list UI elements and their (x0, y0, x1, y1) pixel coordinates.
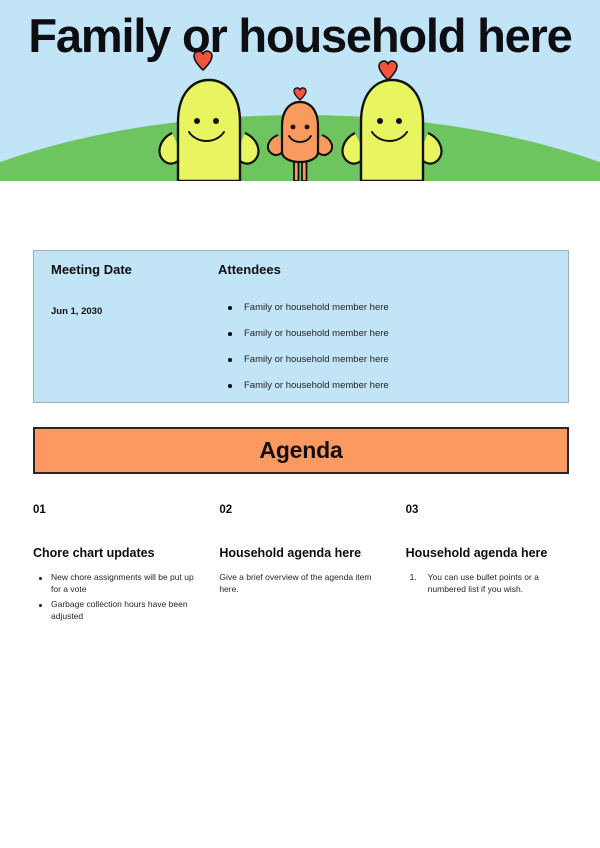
header-banner: Family or household here (0, 0, 600, 181)
list-item: You can use bullet points or a numbered … (410, 572, 539, 594)
agenda-title: Household agenda here (219, 546, 362, 560)
list-item: Family or household member here (218, 327, 558, 340)
agenda-title: Chore chart updates (33, 546, 155, 560)
list-item: New chore assignments will be put up for… (33, 572, 200, 595)
page-title: Family or household here (28, 9, 572, 62)
agenda-column-2: 02 Household agenda here Give a brief ov… (219, 503, 386, 626)
agenda-body-text: Give a brief overview of the agenda item… (219, 572, 372, 594)
list-item: Family or household member here (218, 353, 558, 366)
meeting-date-label: Meeting Date (51, 262, 132, 277)
list-item: Family or household member here (218, 301, 558, 314)
list-item: Family or household member here (218, 379, 558, 392)
meeting-info-box: Meeting Date Jun 1, 2030 Attendees Famil… (33, 250, 569, 403)
agenda-column-3: 03 Household agenda here You can use bul… (406, 503, 573, 626)
character-child (266, 87, 334, 181)
meeting-date-group: Meeting Date Jun 1, 2030 (51, 261, 211, 318)
agenda-column-1: 01 Chore chart updates New chore assignm… (33, 503, 200, 626)
family-illustration (0, 0, 600, 181)
agenda-columns: 01 Chore chart updates New chore assignm… (33, 503, 573, 626)
attendees-list: Family or household member here Family o… (218, 301, 558, 392)
agenda-bullet-list: New chore assignments will be put up for… (33, 572, 200, 622)
agenda-banner-label: Agenda (259, 437, 343, 463)
agenda-number: 03 (405, 504, 419, 516)
attendees-label: Attendees (218, 262, 281, 277)
list-item: Garbage collection hours have been adjus… (33, 599, 200, 622)
agenda-title: Household agenda here (405, 546, 548, 560)
attendees-group: Attendees Family or household member her… (218, 261, 558, 405)
meeting-date-value: Jun 1, 2030 (51, 306, 103, 317)
character-parent-left (158, 50, 260, 181)
agenda-number: 02 (219, 504, 233, 516)
character-parent-right (341, 60, 443, 181)
agenda-banner: Agenda (33, 427, 569, 474)
agenda-numbered-list: You can use bullet points or a numbered … (406, 572, 573, 595)
agenda-number: 01 (33, 504, 46, 516)
